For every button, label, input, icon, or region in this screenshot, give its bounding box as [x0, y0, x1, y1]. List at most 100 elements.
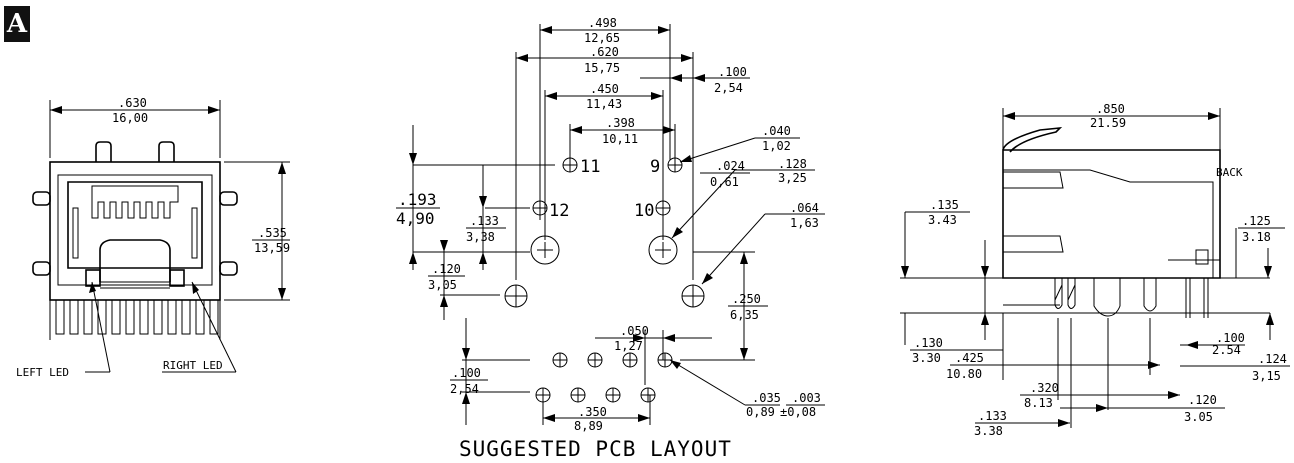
dim-100a-in: .100: [718, 65, 747, 79]
led-slot-left: [72, 207, 79, 259]
pcb-large-hole: [648, 235, 678, 265]
tol-in: .003: [792, 391, 821, 405]
dim-250-in: .250: [732, 292, 761, 306]
side-dim-100-in: .100: [1216, 331, 1245, 345]
side-dim-124-in: .124: [1258, 352, 1287, 366]
front-width-mm: 16,00: [112, 111, 148, 125]
side-dim-130-mm: 3.30: [912, 351, 941, 365]
side-post: [1093, 278, 1121, 317]
dim-350-mm: 8,89: [574, 419, 603, 433]
dim-120-in: .120: [432, 262, 461, 276]
side-tab: [32, 261, 51, 276]
side-wedge: [1003, 235, 1064, 253]
dim-450-in: .450: [590, 82, 619, 96]
dim-128-mm: 3,25: [778, 171, 807, 185]
side-dim-124-mm: 3,15: [1252, 369, 1281, 383]
dim-120-mm: 3,05: [428, 278, 457, 292]
dim-128-in: .128: [778, 157, 807, 171]
front-pins: [55, 300, 219, 335]
dim-250-mm: 6,35: [730, 308, 759, 322]
pin-9-label: 9: [650, 157, 660, 177]
view-badge: A: [4, 6, 30, 42]
side-tab: [32, 191, 51, 206]
dim-133-mm: 3,38: [466, 230, 495, 244]
dim-450-mm: 11,43: [586, 97, 622, 111]
side-dim-133-in: .133: [978, 409, 1007, 423]
side-dim-850-mm: 21.59: [1090, 116, 1126, 130]
dim-024-in: .024: [716, 159, 745, 173]
side-dim-100-mm: 2.54: [1212, 343, 1241, 357]
back-label: BACK: [1216, 166, 1243, 179]
side-tab: [219, 261, 238, 276]
side-dim-125-in: .125: [1242, 214, 1271, 228]
dim-398-in: .398: [606, 116, 635, 130]
latch: [99, 239, 171, 282]
dim-050-mm: 1,27: [614, 339, 643, 353]
front-height-in: .535: [258, 226, 287, 240]
dim-193-in: .193: [398, 190, 437, 209]
dim-050-in: .050: [620, 324, 649, 338]
side-body: [1002, 149, 1221, 279]
contact-comb: [91, 185, 179, 219]
dim-035-mm: 0,89: [746, 405, 775, 419]
dim-620-mm: 15,75: [584, 61, 620, 75]
dim-498-in: .498: [588, 16, 617, 30]
side-dim-133-mm: 3.38: [974, 424, 1003, 438]
dim-620-in: .620: [590, 45, 619, 59]
dim-040-in: .040: [762, 124, 791, 138]
side-dim-850-in: .850: [1096, 102, 1125, 116]
tol-mm: ±0,08: [780, 405, 816, 419]
dim-100a-mm: 2,54: [714, 81, 743, 95]
dim-064-mm: 1,63: [790, 216, 819, 230]
side-post: [1143, 278, 1157, 312]
front-view: .630 16,00 .535 13,59 LEFT LED RIGHT LED: [16, 96, 290, 379]
top-tab-right: [158, 141, 175, 162]
side-dim-320-in: .320: [1030, 381, 1059, 395]
right-led-label: RIGHT LED: [163, 359, 223, 372]
pin-11-label: 11: [580, 157, 600, 177]
dim-100b-mm: 2,54: [450, 382, 479, 396]
dim-398-mm: 10,11: [602, 132, 638, 146]
side-dim-135-mm: 3.43: [928, 213, 957, 227]
view-badge-label: A: [6, 9, 28, 39]
side-dim-320-mm: 8.13: [1024, 396, 1053, 410]
side-dim-125-mm: 3.18: [1242, 230, 1271, 244]
pin-10-label: 10: [634, 201, 654, 221]
side-lip: [1002, 126, 1063, 153]
side-dim-130-in: .130: [914, 336, 943, 350]
front-height-mm: 13,59: [254, 241, 290, 255]
dim-350-in: .350: [578, 405, 607, 419]
side-dim-120-in: .120: [1188, 393, 1217, 407]
side-dim-120-mm: 3.05: [1184, 410, 1213, 424]
side-wedge: [1003, 171, 1064, 189]
dim-193-mm: 4,90: [396, 209, 435, 228]
side-view: BACK .850 21.59 .135 3.43 .125 3: [900, 102, 1290, 438]
side-dim-425-mm: 10.80: [946, 367, 982, 381]
dim-035-in: .035: [752, 391, 781, 405]
side-dim-425-in: .425: [955, 351, 984, 365]
dim-498-mm: 12,65: [584, 31, 620, 45]
dim-064-in: .064: [790, 201, 819, 215]
pin-12-label: 12: [549, 201, 569, 221]
dim-040-mm: 1,02: [762, 139, 791, 153]
dim-100b-in: .100: [452, 366, 481, 380]
side-tab: [219, 191, 238, 206]
pcb-hole-grid: [504, 157, 705, 403]
left-led-label: LEFT LED: [16, 366, 69, 379]
front-housing: [49, 161, 221, 301]
pcb-layout-title: SUGGESTED PCB LAYOUT: [459, 437, 732, 461]
top-tab-left: [95, 141, 112, 162]
side-pin: [1067, 278, 1076, 309]
right-led-window: [169, 269, 185, 287]
port-frame: [57, 174, 213, 286]
pcb-large-hole: [530, 235, 560, 265]
left-led-window: [85, 269, 101, 287]
side-dim-135-in: .135: [930, 198, 959, 212]
front-width-in: .630: [118, 96, 147, 110]
pcb-layout: .498 12,65 .620 15,75 .100 2,54 .450 11,…: [396, 16, 825, 461]
port-opening: [67, 181, 203, 269]
led-slot-right: [191, 207, 198, 259]
side-led: [1195, 249, 1209, 265]
dim-133-in: .133: [470, 214, 499, 228]
